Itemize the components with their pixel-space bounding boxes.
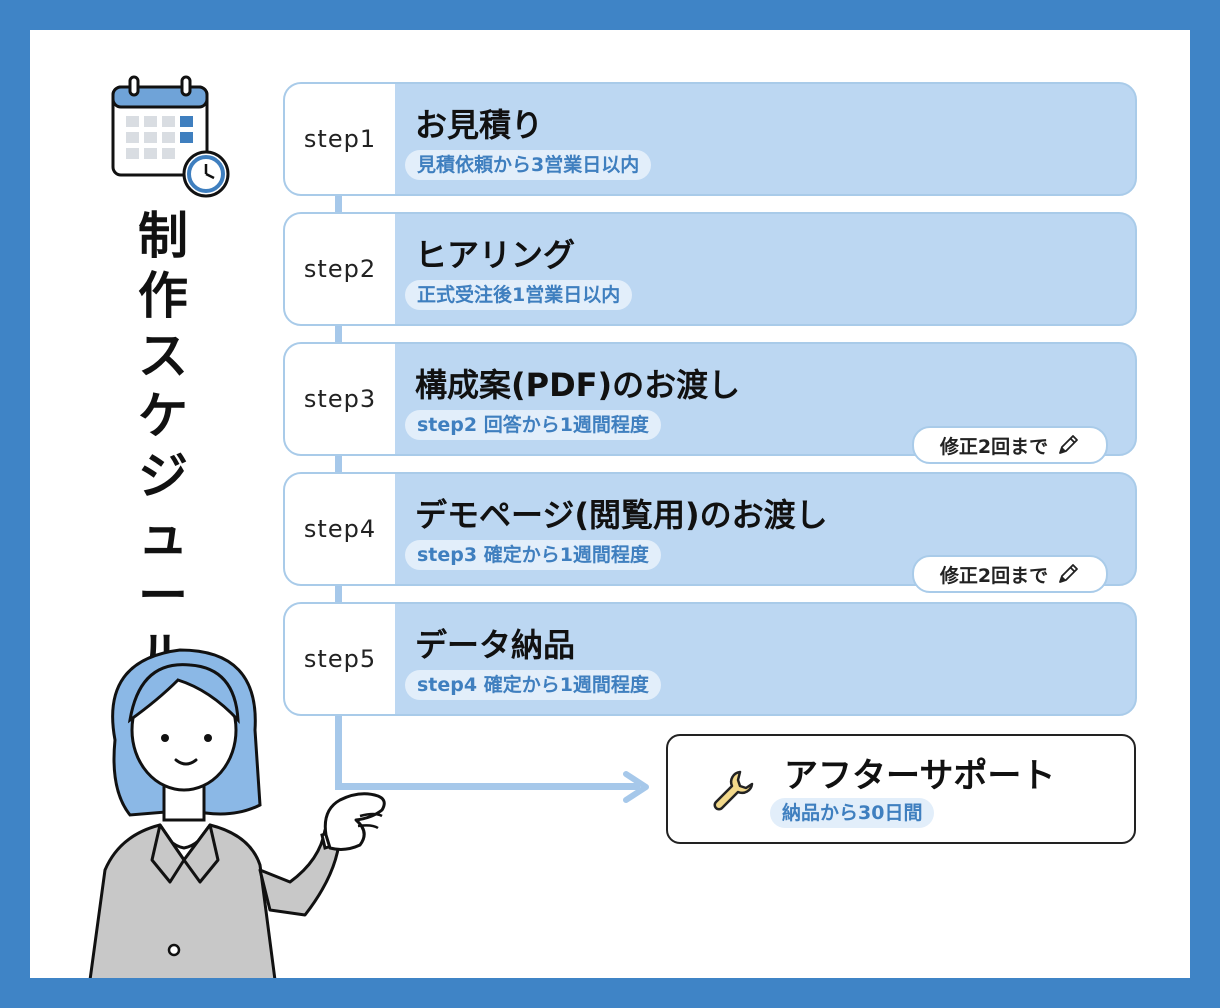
step-label: step2: [285, 214, 395, 324]
presenter-illustration: [88, 648, 386, 978]
after-support-title: アフターサポート: [784, 756, 1056, 796]
step-title: お見積り: [415, 106, 544, 144]
step-label: step1: [285, 84, 395, 194]
timeline-arrow-head: [623, 771, 649, 803]
after-support-card: アフターサポート 納品から30日間: [666, 734, 1136, 844]
revision-badge-step3: 修正2回まで: [912, 426, 1108, 464]
step-title: 構成案(PDF)のお渡し: [415, 366, 741, 404]
step-title: ヒアリング: [415, 236, 576, 274]
step-label: step3: [285, 344, 395, 454]
pencil-icon: [1059, 435, 1079, 454]
step-card-3: step3 構成案(PDF)のお渡し step2 回答から1週間程度: [283, 342, 1137, 456]
wrench-icon: [713, 770, 754, 811]
step-card-2: step2 ヒアリング 正式受注後1営業日以内: [283, 212, 1137, 326]
after-support-subtitle: 納品から30日間: [770, 798, 935, 828]
step-subtitle: 見積依頼から3営業日以内: [405, 150, 652, 180]
step-card-1: step1 お見積り 見積依頼から3営業日以内: [283, 82, 1137, 196]
step-label: step5: [285, 604, 395, 714]
pencil-icon: [1059, 564, 1079, 583]
step-card-5: step5 データ納品 step4 確定から1週間程度: [283, 602, 1137, 716]
step-title: デモページ(閲覧用)のお渡し: [415, 496, 828, 534]
step-label: step4: [285, 474, 395, 584]
step-subtitle: 正式受注後1営業日以内: [405, 280, 633, 310]
revision-badge-step4: 修正2回まで: [912, 555, 1108, 593]
schedule-panel: 制作スケジュール step1 お見積り 見積依頼から3営業日以内 step2 ヒ…: [30, 30, 1190, 978]
badge-text: 修正2回まで: [939, 564, 1049, 587]
step-subtitle: step2 回答から1週間程度: [405, 410, 661, 440]
step-title: データ納品: [415, 626, 576, 664]
calendar-clock-icon: [111, 75, 230, 198]
timeline-arrow-line: [335, 783, 640, 790]
page-title: 制作スケジュール: [138, 207, 188, 685]
step-subtitle: step3 確定から1週間程度: [405, 540, 661, 570]
badge-text: 修正2回まで: [939, 435, 1049, 458]
step-subtitle: step4 確定から1週間程度: [405, 670, 661, 700]
